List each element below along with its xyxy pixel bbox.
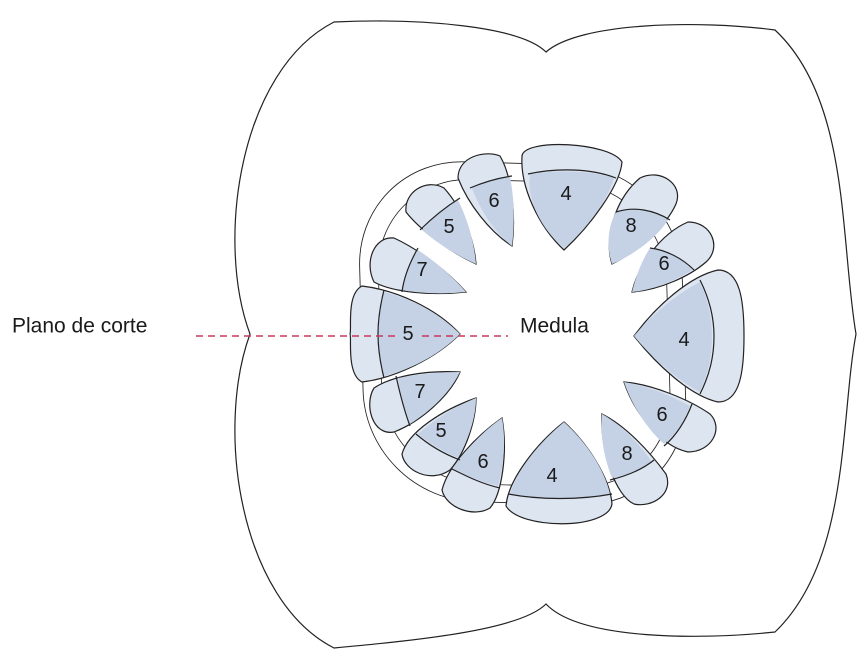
bundle-left: 5 <box>349 285 461 383</box>
bundle-lower-right-1-divider <box>663 403 693 447</box>
bundle-right-label: 4 <box>678 329 689 351</box>
bundle-left-lower-label: 7 <box>414 381 425 403</box>
bundle-upper-left-2-xylem <box>472 176 514 246</box>
bundle-upper-right-2-divider <box>649 247 695 271</box>
bundle-lower-left-1-xylem <box>452 418 505 486</box>
bundle-upper-left-1: 5 <box>405 184 477 265</box>
bundle-left-lower-xylem <box>398 372 460 424</box>
vascular-bundles: 4 8 6 4 <box>349 143 745 525</box>
bundle-lower-left-2-xylem <box>418 398 476 458</box>
bundle-upper-right-1-label: 8 <box>625 215 636 237</box>
bundle-left-upper-xylem <box>402 250 466 294</box>
bundle-upper-right-1: 8 <box>608 174 679 265</box>
bundle-lower-left-2-divider <box>415 433 461 461</box>
bundle-upper-right-2-xylem <box>632 248 692 292</box>
bundle-bottom-xylem <box>510 422 610 499</box>
bundle-upper-left-2: 6 <box>457 153 515 248</box>
bundle-lower-right-1: 6 <box>623 381 717 453</box>
bundle-lower-right-2: 8 <box>601 413 669 506</box>
bundle-upper-left-2-divider <box>469 175 513 189</box>
bundle-left-label: 5 <box>402 323 413 345</box>
bundle-right: 4 <box>633 269 745 403</box>
bundle-upper-right-1-divider <box>615 208 671 221</box>
bundle-left-upper: 7 <box>369 237 468 295</box>
bundle-upper-right-2-label: 6 <box>658 253 669 275</box>
bundle-upper-left-1-divider <box>419 197 461 231</box>
bundle-lower-left-1: 6 <box>441 416 505 513</box>
pith-label: Medula <box>520 315 589 338</box>
bundle-lower-left-2: 5 <box>401 397 477 477</box>
bundle-bottom-divider <box>507 493 613 500</box>
bundle-left-lower-divider <box>395 375 411 427</box>
bundle-right-xylem <box>634 282 712 392</box>
bundle-top-xylem <box>529 171 614 248</box>
cut-plane-label: Plano de corte <box>12 315 147 338</box>
bundle-left-xylem <box>378 292 460 376</box>
bundle-upper-left-2-label: 6 <box>488 190 499 212</box>
bundle-right-divider <box>699 279 715 395</box>
stem-outer-outline <box>234 20 857 649</box>
bundle-left-lower: 7 <box>369 371 461 433</box>
bundle-left-upper-label: 7 <box>416 259 427 281</box>
bundle-left-divider <box>377 289 385 379</box>
bundle-upper-right-2: 6 <box>631 221 715 293</box>
bundle-lower-right-1-xylem <box>624 382 690 444</box>
bundle-lower-right-1-label: 6 <box>656 404 667 426</box>
bundle-upper-right-1-xylem <box>608 209 668 264</box>
bundle-lower-left-1-label: 6 <box>477 451 488 473</box>
bundle-top-divider <box>527 169 617 179</box>
bundle-upper-left-1-label: 5 <box>443 216 454 238</box>
bundle-lower-right-2-xylem <box>601 414 652 478</box>
bundle-lower-right-2-label: 8 <box>621 443 632 465</box>
bundle-top-label: 4 <box>560 183 571 205</box>
bundle-bottom: 4 <box>505 421 613 525</box>
bundle-bottom-label: 4 <box>546 465 557 487</box>
bundle-lower-left-1-divider <box>449 467 501 489</box>
bundle-left-upper-divider <box>401 247 419 293</box>
bundle-lower-left-2-label: 5 <box>435 420 446 442</box>
bundle-upper-left-1-xylem <box>422 200 476 264</box>
bundle-top: 4 <box>521 143 623 251</box>
bundle-lower-right-2-divider <box>609 459 655 481</box>
